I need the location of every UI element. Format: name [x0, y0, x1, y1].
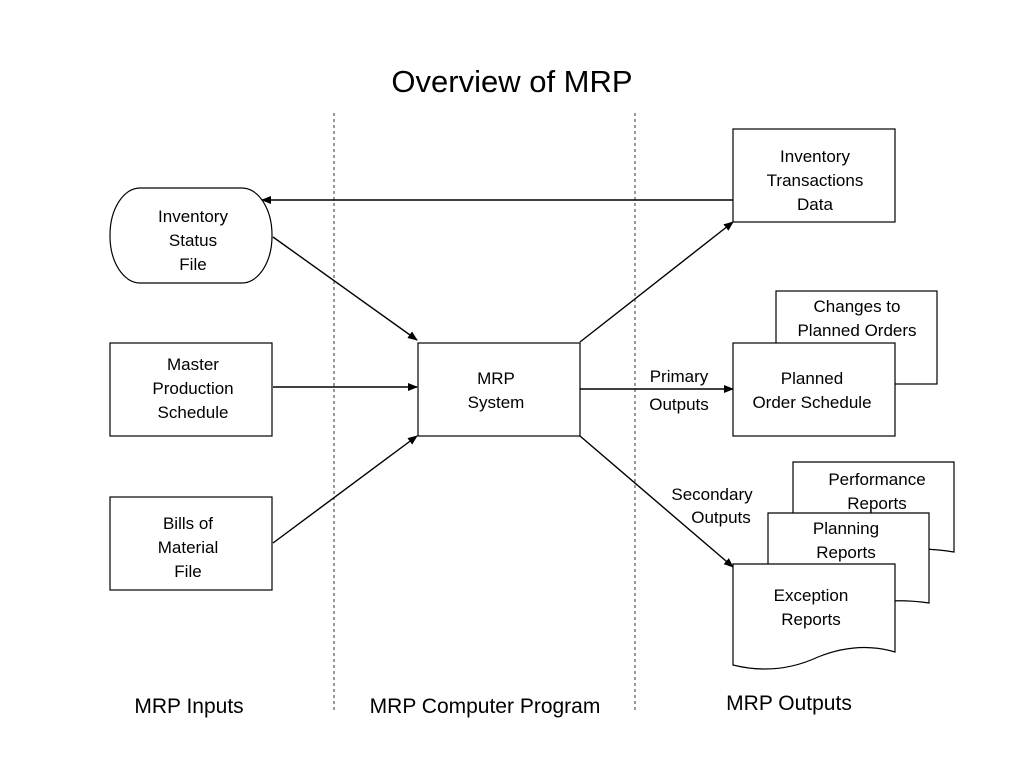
secondary-outputs-label-line-1: Secondary: [671, 485, 753, 504]
planned-order-schedule-line-1: Planned: [781, 369, 843, 388]
planning-reports-line-2: Reports: [816, 543, 876, 562]
arrow-status-file-to-system: [272, 236, 418, 341]
inventory-status-file-line-1: Inventory: [158, 207, 228, 226]
performance-reports-line-1: Performance: [828, 470, 925, 489]
primary-outputs-label-line-2: Outputs: [649, 395, 709, 414]
inventory-transactions-data-node: Inventory Transactions Data: [732, 128, 896, 223]
arrow-system-to-reports: [579, 435, 734, 568]
changes-to-planned-orders-line-1: Changes to: [814, 297, 901, 316]
bills-of-material-file-node: Bills of Material File: [109, 496, 273, 591]
planned-order-schedule-line-2: Order Schedule: [752, 393, 871, 412]
inventory-status-file-node: Inventory Status File: [109, 187, 273, 284]
exception-reports-node: Exception Reports: [732, 563, 896, 670]
secondary-outputs-label-line-2: Outputs: [691, 508, 751, 527]
inventory-status-file-line-2: Status: [169, 231, 217, 250]
planning-reports-line-1: Planning: [813, 519, 879, 538]
section-label-program: MRP Computer Program: [370, 695, 601, 718]
planned-order-schedule-node: Planned Order Schedule: [732, 342, 896, 437]
bills-of-material-file-line-2: Material: [158, 538, 218, 557]
diagram-title: Overview of MRP: [391, 64, 632, 99]
exception-reports-line-2: Reports: [781, 610, 841, 629]
mrp-system-line-1: MRP: [477, 369, 515, 388]
performance-reports-line-2: Reports: [847, 494, 907, 513]
master-production-schedule-line-3: Schedule: [158, 403, 229, 422]
primary-outputs-label-line-1: Primary: [650, 367, 709, 386]
master-production-schedule-node: Master Production Schedule: [109, 342, 273, 437]
section-label-outputs: MRP Outputs: [726, 692, 852, 715]
bills-of-material-file-line-1: Bills of: [163, 514, 213, 533]
bills-of-material-file-line-3: File: [174, 562, 201, 581]
changes-to-planned-orders-line-2: Planned Orders: [797, 321, 916, 340]
inventory-status-file-line-3: File: [179, 255, 206, 274]
inventory-transactions-line-3: Data: [797, 195, 833, 214]
arrow-bom-to-system: [272, 435, 418, 544]
section-label-inputs: MRP Inputs: [134, 695, 243, 718]
inventory-transactions-line-1: Inventory: [780, 147, 850, 166]
arrow-system-to-transactions: [579, 221, 734, 343]
inventory-transactions-line-2: Transactions: [767, 171, 864, 190]
master-production-schedule-line-1: Master: [167, 355, 219, 374]
exception-reports-line-1: Exception: [774, 586, 849, 605]
mrp-system-node: MRP System: [417, 342, 581, 437]
mrp-system-line-2: System: [468, 393, 525, 412]
master-production-schedule-line-2: Production: [152, 379, 233, 398]
